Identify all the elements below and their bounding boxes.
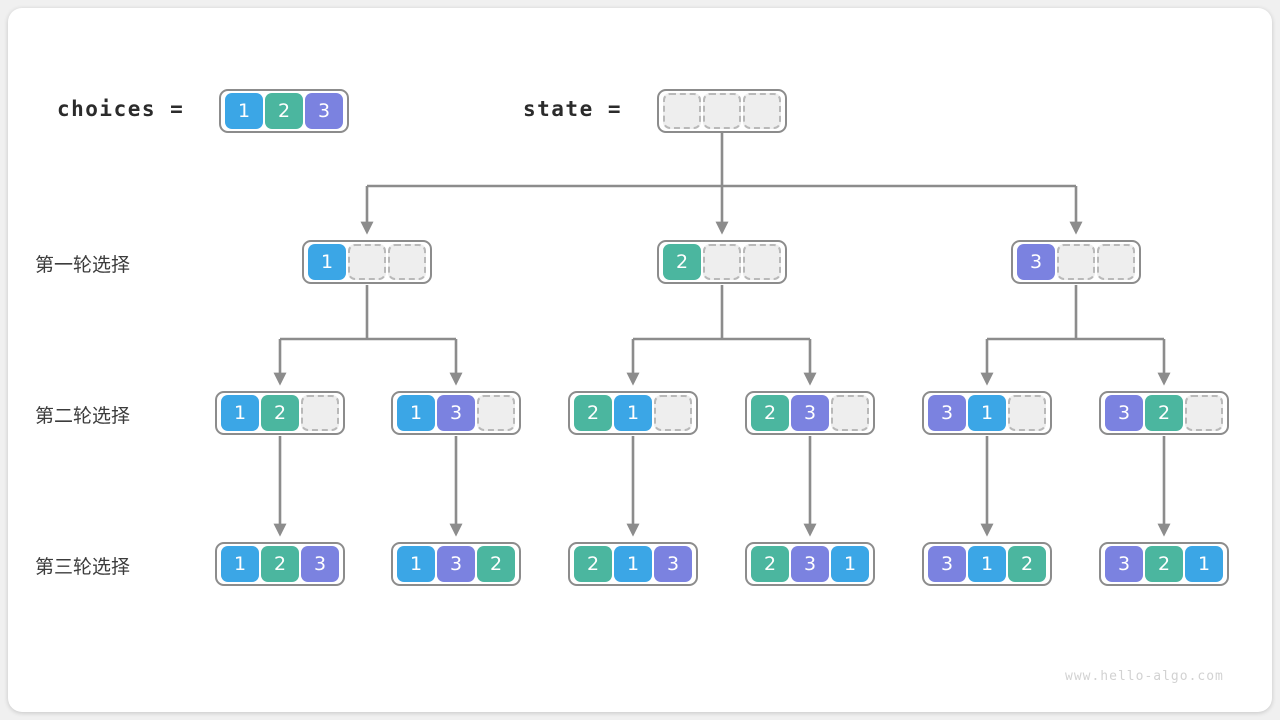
array-cell-empty bbox=[1097, 244, 1135, 280]
array-cell-filled: 2 bbox=[751, 546, 789, 582]
array-cell-empty bbox=[388, 244, 426, 280]
array-cell-filled: 2 bbox=[574, 395, 612, 431]
array-cell-filled: 3 bbox=[437, 546, 475, 582]
row-label-round-3: 第三轮选择 bbox=[35, 556, 131, 578]
choices-label: choices = bbox=[57, 97, 185, 121]
array-cell-filled: 2 bbox=[477, 546, 515, 582]
array-cell-empty bbox=[1057, 244, 1095, 280]
watermark: www.hello-algo.com bbox=[1065, 669, 1224, 684]
state-array bbox=[657, 89, 787, 133]
array-cell-filled: 3 bbox=[301, 546, 339, 582]
array-cell-filled: 2 bbox=[574, 546, 612, 582]
array-cell-empty bbox=[1008, 395, 1046, 431]
array-cell-filled: 1 bbox=[221, 546, 259, 582]
array-cell-empty bbox=[1185, 395, 1223, 431]
row-label-round-1: 第一轮选择 bbox=[35, 254, 131, 276]
array-cell-filled: 1 bbox=[968, 546, 1006, 582]
array-cell-empty bbox=[348, 244, 386, 280]
array-cell-filled: 2 bbox=[261, 395, 299, 431]
array-cell-filled: 1 bbox=[614, 395, 652, 431]
array-cell-filled: 1 bbox=[1185, 546, 1223, 582]
level1-node: 1 bbox=[302, 240, 432, 284]
array-cell-filled: 2 bbox=[265, 93, 303, 129]
state-label: state = bbox=[523, 97, 623, 121]
array-cell-filled: 1 bbox=[968, 395, 1006, 431]
array-cell-empty bbox=[743, 244, 781, 280]
level1-node: 3 bbox=[1011, 240, 1141, 284]
array-cell-empty bbox=[703, 244, 741, 280]
diagram-card bbox=[8, 8, 1272, 712]
array-cell-filled: 1 bbox=[397, 395, 435, 431]
array-cell-empty bbox=[477, 395, 515, 431]
array-cell-filled: 2 bbox=[1145, 546, 1183, 582]
array-cell-empty bbox=[831, 395, 869, 431]
array-cell-filled: 1 bbox=[225, 93, 263, 129]
array-cell-filled: 3 bbox=[654, 546, 692, 582]
level1-node: 2 bbox=[657, 240, 787, 284]
array-cell-filled: 2 bbox=[1145, 395, 1183, 431]
array-cell-filled: 3 bbox=[928, 395, 966, 431]
array-cell-filled: 2 bbox=[1008, 546, 1046, 582]
array-cell-filled: 3 bbox=[791, 395, 829, 431]
array-cell-filled: 3 bbox=[928, 546, 966, 582]
array-cell-filled: 1 bbox=[397, 546, 435, 582]
array-cell-filled: 1 bbox=[308, 244, 346, 280]
array-cell-filled: 1 bbox=[831, 546, 869, 582]
array-cell-empty bbox=[654, 395, 692, 431]
array-cell-filled: 3 bbox=[437, 395, 475, 431]
array-cell-empty bbox=[663, 93, 701, 129]
array-cell-filled: 3 bbox=[305, 93, 343, 129]
array-cell-filled: 1 bbox=[614, 546, 652, 582]
array-cell-filled: 2 bbox=[261, 546, 299, 582]
array-cell-filled: 3 bbox=[791, 546, 829, 582]
array-cell-filled: 1 bbox=[221, 395, 259, 431]
array-cell-empty bbox=[743, 93, 781, 129]
array-cell-empty bbox=[301, 395, 339, 431]
array-cell-filled: 3 bbox=[1017, 244, 1055, 280]
array-cell-filled: 2 bbox=[663, 244, 701, 280]
array-cell-filled: 2 bbox=[751, 395, 789, 431]
array-cell-empty bbox=[703, 93, 741, 129]
row-label-round-2: 第二轮选择 bbox=[35, 405, 131, 427]
array-cell-filled: 3 bbox=[1105, 546, 1143, 582]
array-cell-filled: 3 bbox=[1105, 395, 1143, 431]
